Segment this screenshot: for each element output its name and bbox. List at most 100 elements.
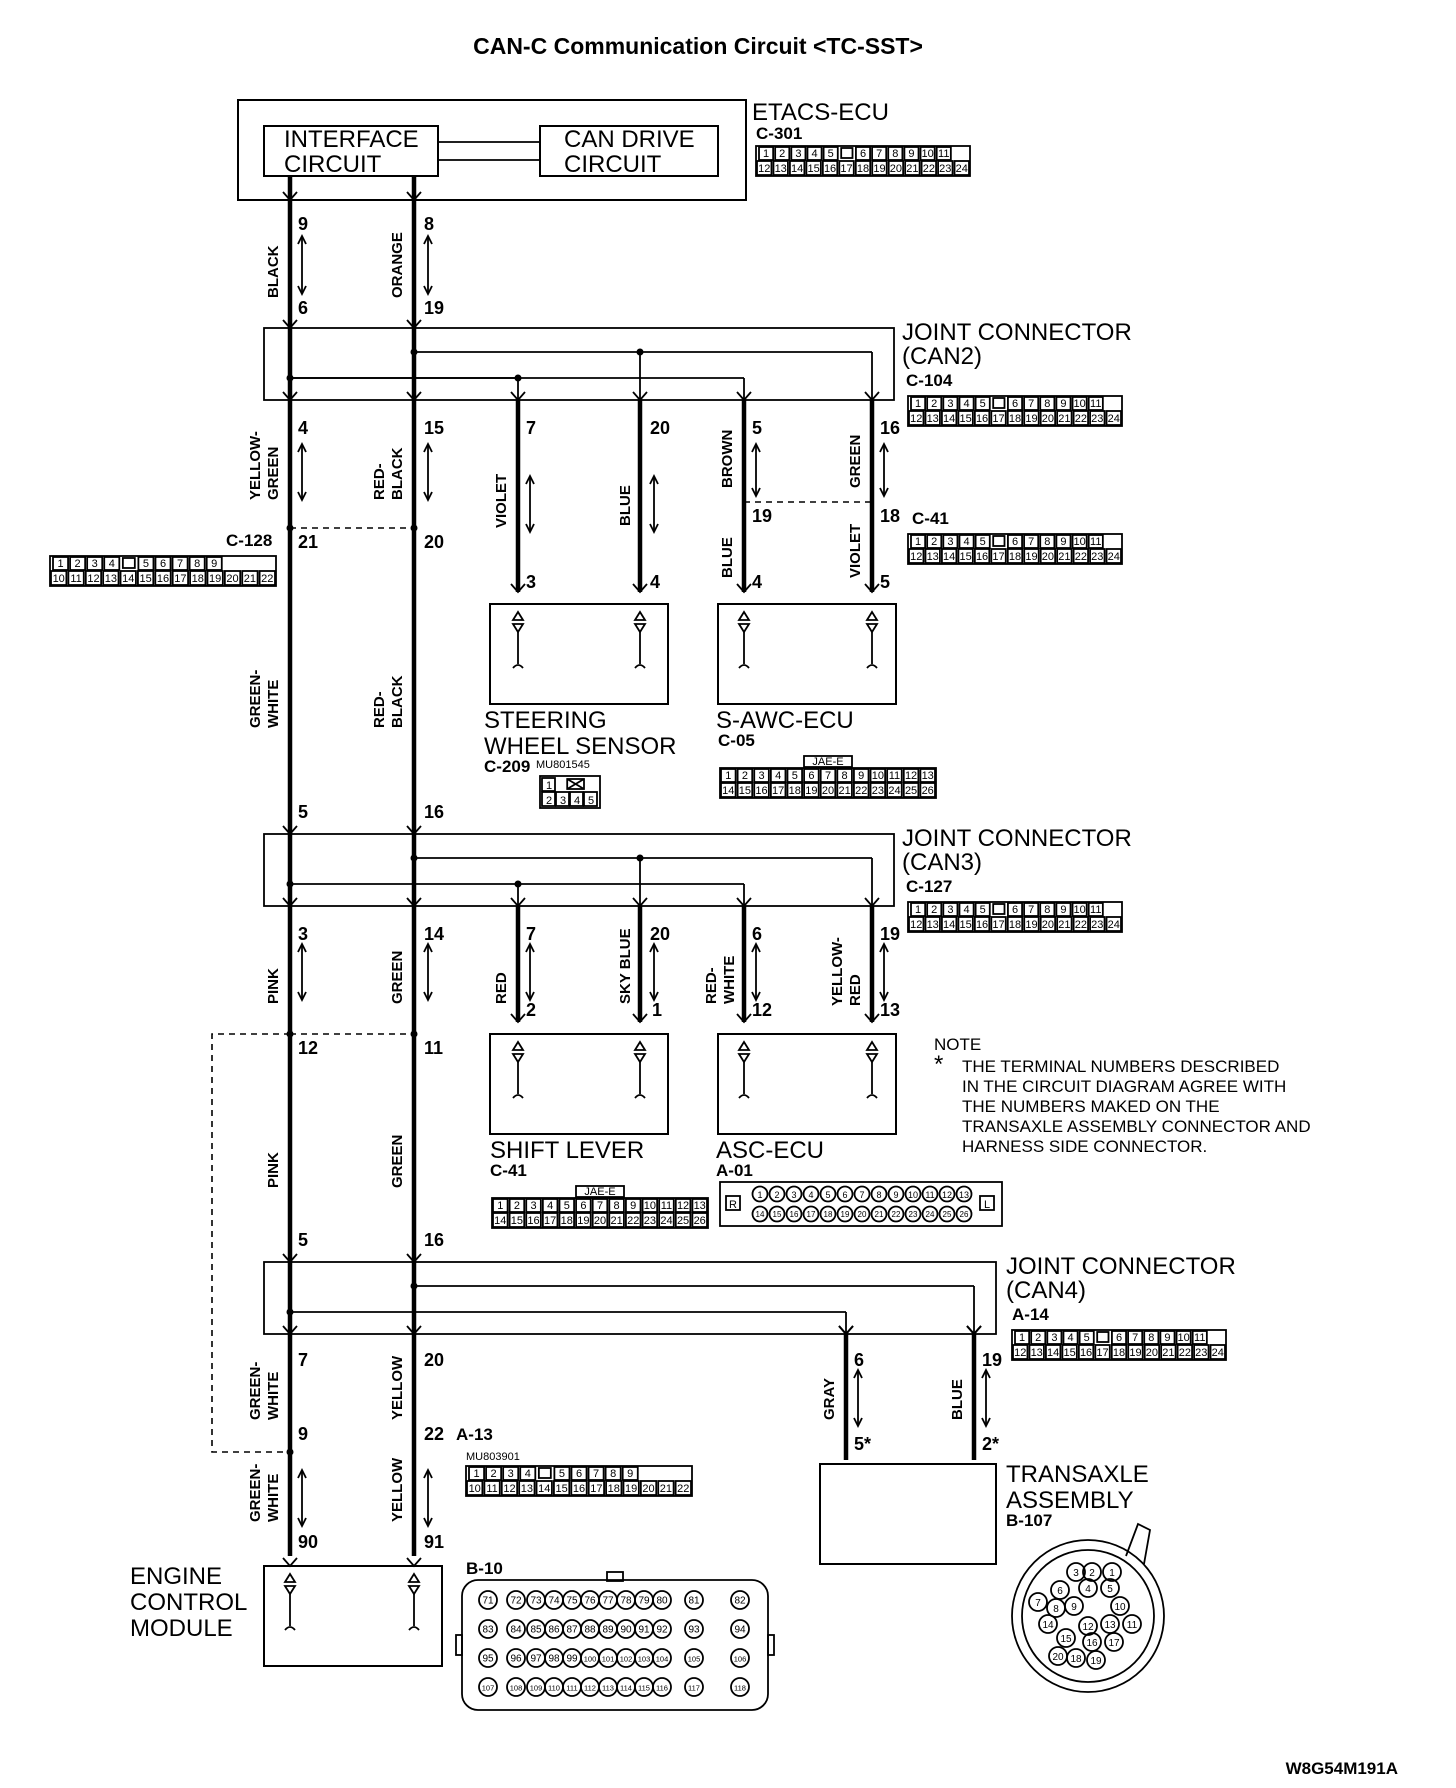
connector-pin: 10 (469, 1483, 481, 1495)
connector-pin: 13 (1031, 1347, 1043, 1359)
connector-pin: 17 (1096, 1347, 1108, 1359)
connector-pin: 19 (873, 163, 885, 175)
connector-pin: 7 (876, 148, 882, 160)
svg-text:WHEEL SENSOR: WHEEL SENSOR (484, 733, 676, 760)
connector-pin: 8 (194, 558, 200, 570)
connector-pin: 9 (908, 148, 914, 160)
connector-pin: 17 (174, 573, 186, 585)
connector-pin: 10 (1073, 904, 1085, 916)
connector-pin: 114 (620, 1684, 632, 1693)
c128-code: C-128 (226, 531, 272, 550)
svg-text:BLACK: BLACK (389, 675, 406, 728)
connector-pin: 17 (992, 919, 1004, 931)
connector-pin: 12 (910, 551, 922, 563)
wire-green-white: GREEN- (247, 670, 264, 728)
joint-can2-code: C-104 (906, 371, 953, 390)
connector-pin: 2 (1089, 1568, 1095, 1579)
connector-pin: 8 (610, 1468, 616, 1480)
connector-pin: 23 (872, 785, 884, 797)
wire-red: RED (493, 972, 510, 1004)
wire-brown: BROWN (719, 430, 736, 488)
steering-wheel-sensor-code: C-209 (484, 757, 530, 776)
connector-pin: 19 (1025, 919, 1037, 931)
connector-pin: 99 (566, 1654, 578, 1665)
joint-can4-code: A-14 (1012, 1305, 1049, 1324)
svg-text:7: 7 (526, 418, 536, 438)
connector-pin: 1 (546, 780, 552, 792)
connector-pin: 2 (1035, 1332, 1041, 1344)
connector-pin: 20 (858, 1210, 867, 1219)
connector-pin: 6 (576, 1468, 582, 1480)
connector-pin: 1 (473, 1468, 479, 1480)
connector-pin: 84 (510, 1625, 522, 1636)
connector-pin: 11 (925, 1190, 934, 1200)
connector-pin: 1 (915, 398, 921, 410)
connector-pin: 2 (779, 148, 785, 160)
connector-pin: 12 (1082, 1622, 1094, 1633)
connector-pin: 3 (530, 1200, 536, 1212)
connector-pin: 24 (956, 163, 968, 175)
engine-control-module: ENGINE CONTROL MODULE B-10 (130, 1559, 503, 1667)
connector-pin: 4 (574, 795, 580, 807)
svg-text:1: 1 (652, 1000, 662, 1020)
svg-text:MODULE: MODULE (130, 1615, 233, 1642)
connector-pin: 12 (910, 413, 922, 425)
connector-pin: 23 (1091, 413, 1103, 425)
svg-text:(CAN2): (CAN2) (902, 343, 982, 370)
connector-pin: 15 (959, 413, 971, 425)
connector-pin: 2 (491, 1468, 497, 1480)
etacs-ecu: INTERFACE CIRCUIT CAN DRIVE CIRCUIT ETAC… (237, 99, 889, 201)
connector-pin: 75 (566, 1596, 578, 1607)
connector-pin: 10 (644, 1200, 656, 1212)
connector-pin: 25 (943, 1210, 952, 1219)
svg-text:22: 22 (424, 1424, 444, 1444)
svg-text:2*: 2* (982, 1434, 999, 1454)
connector-pin: 5 (980, 904, 986, 916)
connector-pin: 14 (494, 1215, 506, 1227)
steering-wheel-sensor-name: STEERING (484, 707, 607, 734)
svg-text:20: 20 (424, 1350, 444, 1370)
wire-green-white-3: GREEN- (247, 1464, 264, 1522)
svg-text:CIRCUIT: CIRCUIT (284, 151, 382, 178)
connector-pin: 16 (790, 1210, 799, 1219)
svg-text:THE NUMBERS MAKED ON THE: THE NUMBERS MAKED ON THE (962, 1097, 1220, 1116)
connector-pin: 11 (1090, 536, 1101, 548)
connector-pin: 25 (677, 1215, 689, 1227)
connector-pin: 3 (560, 795, 566, 807)
svg-text:20: 20 (650, 924, 670, 944)
connector-pin: 81 (688, 1596, 700, 1607)
connector-pin: 78 (620, 1596, 632, 1607)
connector-pin: 21 (1058, 413, 1070, 425)
connector-pin: 21 (1162, 1347, 1174, 1359)
connector-pin: 18 (608, 1483, 620, 1495)
wire-green-white-2: GREEN- (247, 1362, 264, 1420)
connector-pin: 13 (775, 163, 787, 175)
svg-text:19: 19 (752, 506, 772, 526)
connector-pin: 13 (927, 919, 939, 931)
svg-text:16: 16 (880, 418, 900, 438)
connector-pin: 3 (508, 1468, 514, 1480)
connector-pin: 108 (510, 1684, 523, 1693)
connector-pin: 77 (602, 1596, 614, 1607)
connector-pin: 7 (1132, 1332, 1138, 1344)
a13-part: MU803901 (466, 1451, 520, 1463)
connector-pin: 23 (1195, 1347, 1207, 1359)
connector-pin: 14 (122, 573, 134, 585)
connector-pin: 85 (530, 1625, 542, 1636)
connector-pin: 18 (561, 1215, 573, 1227)
connector-pin: 1 (915, 536, 921, 548)
c41-top-code: C-41 (912, 509, 949, 528)
connector-pin: 22 (923, 163, 935, 175)
connector-pin: 2 (75, 558, 81, 570)
etacs-ecu-name: ETACS-ECU (752, 99, 889, 126)
connector-pin: 16 (1080, 1347, 1092, 1359)
connector-pin: 15 (807, 163, 819, 175)
svg-text:4: 4 (298, 418, 308, 438)
connector-pin: 20 (226, 573, 238, 585)
connector-pin: 15 (959, 551, 971, 563)
